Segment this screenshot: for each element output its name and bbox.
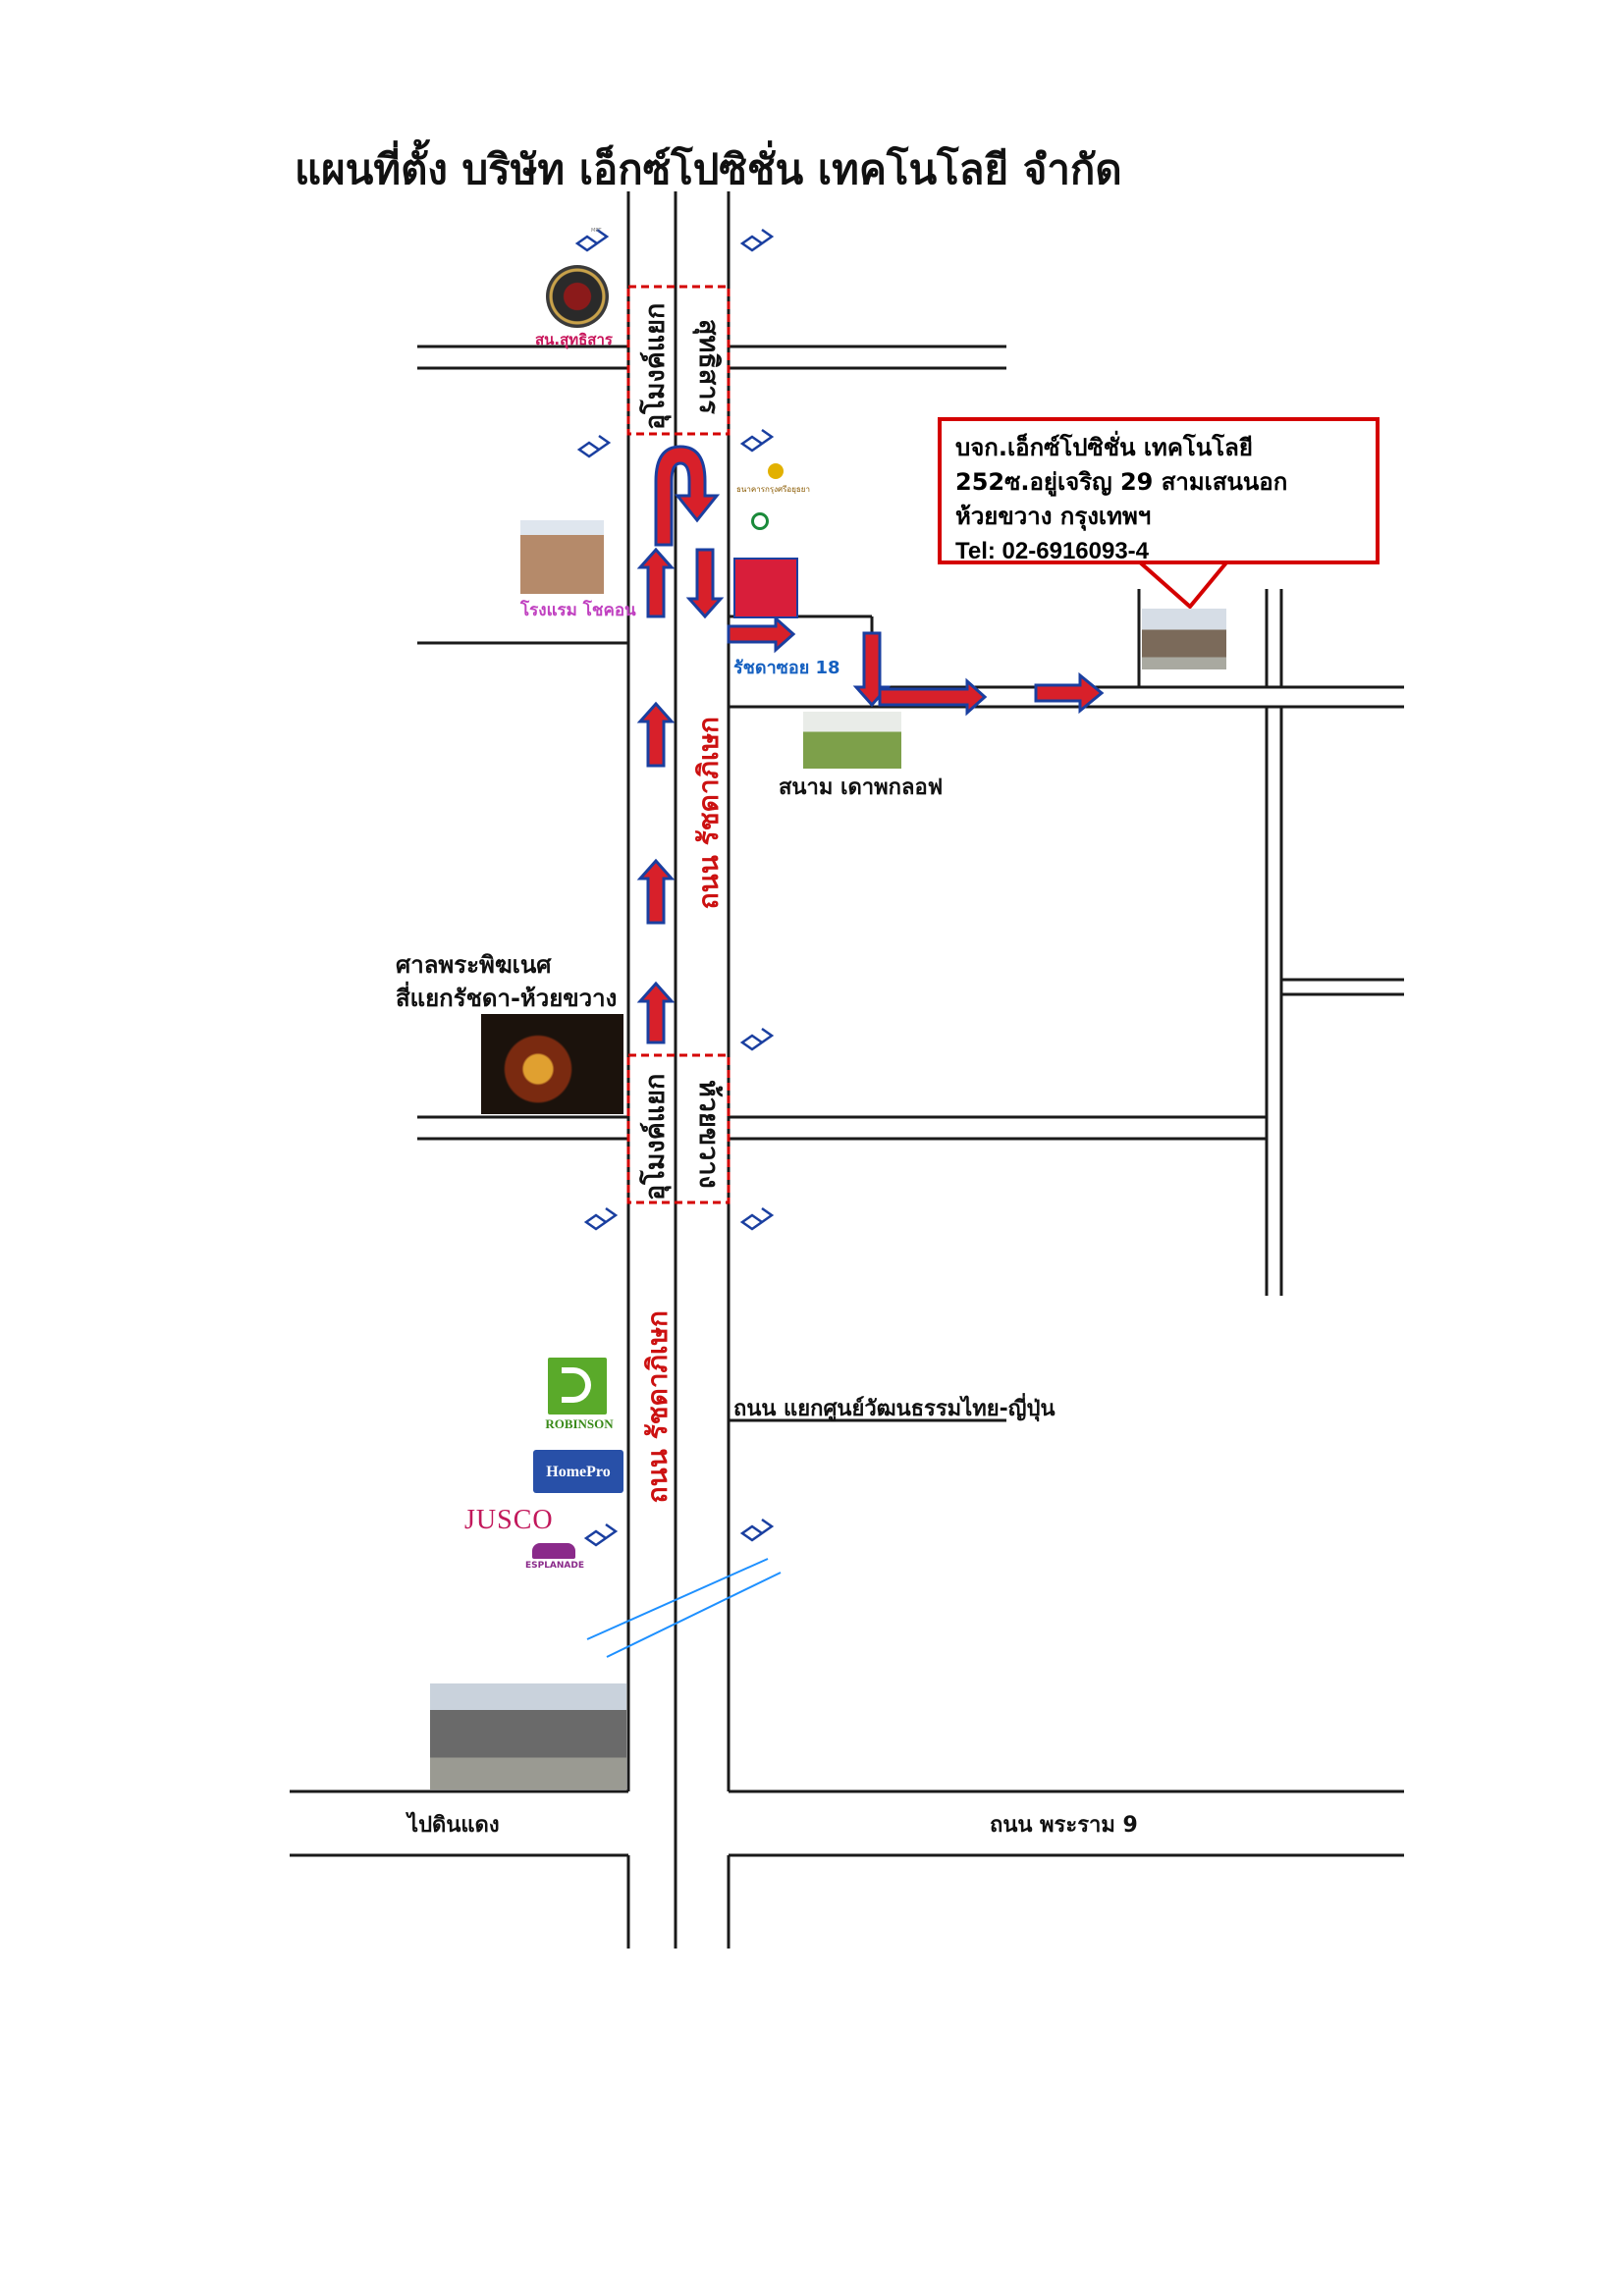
esplanade-logo: ESPLANADE bbox=[511, 1543, 599, 1578]
arrow-right-3 bbox=[1034, 671, 1105, 715]
golf-course-photo bbox=[803, 712, 901, 769]
arrow-up-1 bbox=[636, 547, 676, 618]
arrow-right-1 bbox=[727, 614, 796, 654]
police-station-label: สน.สุทธิสาร bbox=[535, 331, 613, 348]
kasikorn-logo-icon bbox=[751, 512, 769, 530]
arrow-down-1 bbox=[685, 548, 725, 619]
robinson-logo: ROBINSON bbox=[540, 1358, 619, 1441]
svg-text:MRT: MRT bbox=[591, 228, 602, 234]
mrt-station-icon bbox=[739, 228, 775, 252]
thai-japan-road-label: ถนน แยกศูนย์วัฒนธรรมไทย-ญี่ปุ่น bbox=[733, 1397, 1056, 1421]
golf-course-label: สนาม เดาพกลอฟ bbox=[779, 775, 944, 800]
arrow-up-4 bbox=[636, 981, 676, 1044]
ratchada-road-lower-label: ถนน รัชดาภิเษก bbox=[641, 1310, 674, 1504]
mrt-station-icon bbox=[739, 1027, 775, 1051]
arrow-up-2 bbox=[636, 701, 676, 768]
homepro-logo: HomePro bbox=[533, 1450, 623, 1493]
tunnel-frames bbox=[626, 285, 731, 1204]
mrt-station-icon bbox=[739, 1206, 775, 1231]
mrt-station-icon bbox=[739, 428, 775, 453]
arrow-right-2 bbox=[878, 677, 988, 717]
tunnel-sutthisan-frame bbox=[626, 285, 731, 436]
tesco-building-photo bbox=[430, 1683, 626, 1789]
company-address-line: 252ซ.อยู่เจริญ 29 สามเสนนอก bbox=[955, 468, 1288, 496]
company-phone: Tel: 02-6916093-4 bbox=[955, 538, 1150, 564]
bank-logo-icon bbox=[768, 463, 784, 479]
mrt-station-icon bbox=[583, 1522, 619, 1547]
bank-label: ธนาคารกรุงศรีอยุธยา bbox=[736, 485, 810, 494]
roads bbox=[290, 191, 1404, 1949]
tunnel-sutthisan-label-right: สุทธิสาร bbox=[693, 319, 724, 414]
shrine-label-line1: ศาลพระพิฆเนศ bbox=[396, 951, 552, 979]
police-seal-icon bbox=[546, 265, 609, 328]
arrow-up-3 bbox=[636, 858, 676, 925]
rama9-road-label: ถนน พระราม 9 bbox=[990, 1813, 1138, 1838]
company-name: บจก.เอ็กซ์โปซิชั่น เทคโนโลยี bbox=[955, 434, 1253, 461]
mrt-station-icon: MRT bbox=[574, 228, 610, 252]
company-info-box: บจก.เอ็กซ์โปซิชั่น เทคโนโลยี 252ซ.อยู่เจ… bbox=[938, 417, 1380, 564]
page-title: แผนที่ตั้ง บริษัท เอ็กซ์โปซิชั่น เทคโนโล… bbox=[295, 145, 1122, 193]
tunnel-sutthisan-label-left: อุโมงค์แยก bbox=[640, 302, 671, 430]
hotel-label: โรงแรม โชคอน bbox=[520, 601, 636, 620]
tunnel-huaikhwang-label-left: อุโมงค์แยก bbox=[640, 1073, 671, 1201]
ratchada-road-upper-label: ถนน รัชดาภิเษก bbox=[692, 717, 725, 910]
tunnel-huaikhwang-label-right: ห้วยขวาง bbox=[693, 1080, 724, 1189]
company-building-photo bbox=[1142, 609, 1226, 669]
mrt-station-icon bbox=[739, 1518, 775, 1542]
shrine-photo bbox=[481, 1014, 623, 1114]
route-arrows bbox=[636, 445, 1105, 1044]
shop-sign-photo bbox=[733, 558, 798, 618]
mrt-station-icon bbox=[576, 434, 612, 458]
shrine-label-line2: สี่แยกรัชดา-ห้วยขวาง bbox=[396, 985, 618, 1012]
to-dindaeng-label: ไปดินแดง bbox=[407, 1813, 500, 1838]
mrt-station-icon bbox=[583, 1206, 619, 1231]
rail-line bbox=[586, 1558, 782, 1658]
company-district-line: ห้วยขวาง กรุงเทพฯ bbox=[955, 503, 1152, 530]
soi-18-label: รัชดาซอย 18 bbox=[733, 658, 840, 678]
uturn-arrow bbox=[654, 445, 721, 547]
hotel-photo bbox=[520, 520, 604, 594]
callout-pointer bbox=[1137, 560, 1229, 610]
tunnel-huaikhwang-frame bbox=[626, 1053, 731, 1204]
jusco-logo: JUSCO bbox=[464, 1505, 554, 1535]
